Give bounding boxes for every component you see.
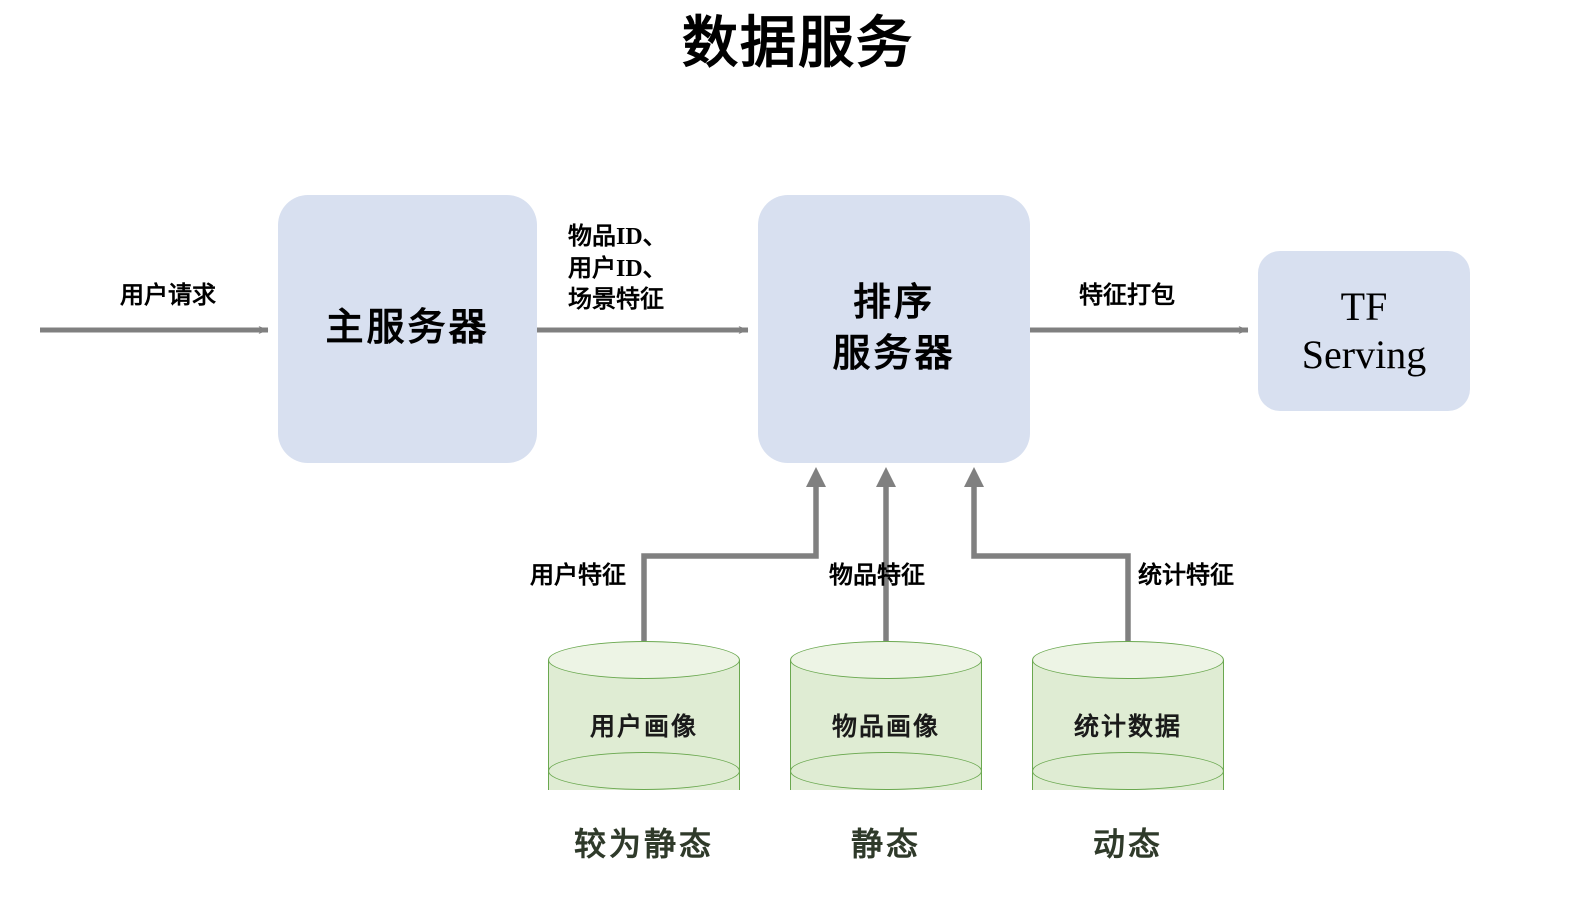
datastore-item-profile[interactable]: 物品画像 静态 (790, 641, 982, 862)
node-main-server[interactable]: 主服务器 (278, 195, 537, 463)
node-tf-serving[interactable]: TF Serving (1258, 251, 1470, 411)
arrow-item-feature (876, 467, 896, 641)
cylinder-top-cap (790, 641, 982, 679)
datastore-user-profile[interactable]: 用户画像 较为静态 (548, 641, 740, 862)
arrow-user-feature (641, 467, 826, 641)
datastore-item-profile-caption: 静态 (850, 826, 921, 862)
cylinder-top-cap (548, 641, 740, 679)
cylinder-bottom-cap (548, 752, 740, 790)
datastore-stat-data-label: 统计数据 (1073, 714, 1182, 741)
datastore-user-profile-label: 用户画像 (589, 714, 698, 741)
cylinder-bottom-cap (1032, 752, 1224, 790)
node-tf-serving-label: TF Serving (1301, 284, 1427, 377)
datastore-item-profile-label: 物品画像 (831, 714, 940, 741)
datastore-user-profile-caption: 较为静态 (573, 826, 714, 862)
cylinder-top-cap (1032, 641, 1224, 679)
edge-label-user-request: 用户请求 (120, 283, 216, 309)
arrow-stat-feature (964, 467, 1131, 641)
edge-label-feature-pack: 特征打包 (1079, 283, 1175, 309)
datastore-stat-data[interactable]: 统计数据 动态 (1032, 641, 1224, 862)
edge-label-stat-feature: 统计特征 (1138, 563, 1234, 589)
node-rank-server[interactable]: 排序 服务器 (758, 195, 1030, 463)
page-title: 数据服务 (682, 13, 914, 75)
node-rank-server-label: 排序 服务器 (832, 281, 956, 375)
edge-label-item-feature: 物品特征 (829, 563, 925, 589)
edge-label-ids-features: 物品ID、 用户ID、 场景特征 (568, 224, 667, 314)
datastore-stat-data-caption: 动态 (1092, 826, 1163, 862)
cylinder-bottom-cap (790, 752, 982, 790)
node-main-server-label: 主服务器 (325, 307, 490, 350)
edge-label-user-feature: 用户特征 (530, 563, 626, 589)
